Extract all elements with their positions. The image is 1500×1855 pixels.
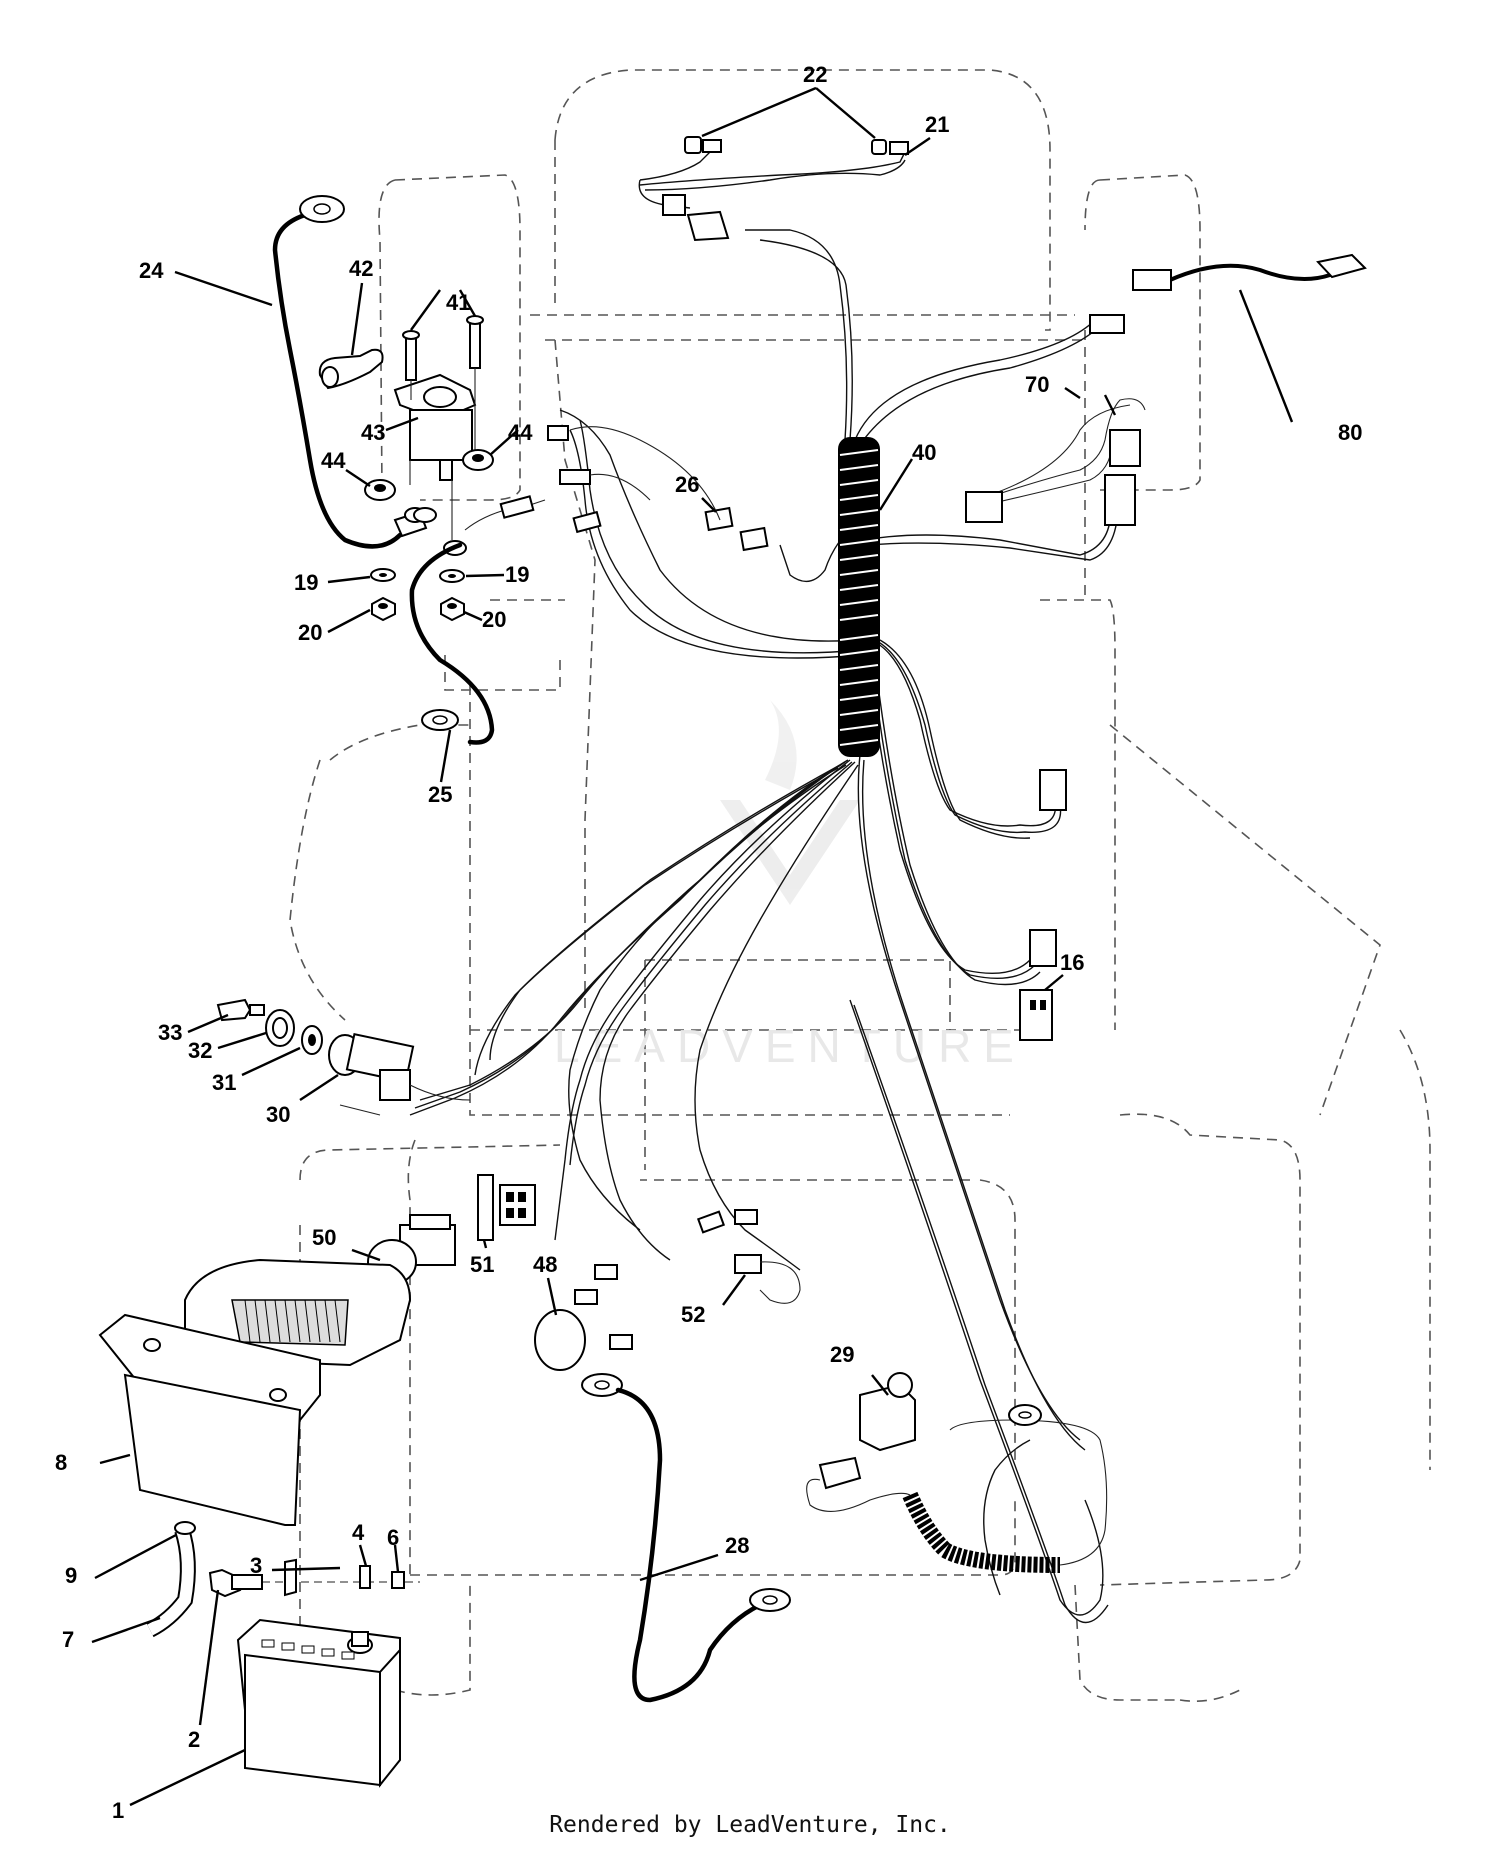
callout-1: 1 [112, 1798, 124, 1823]
ignition-parts [216, 998, 471, 1116]
callout-21: 21 [925, 112, 949, 137]
callout-40: 40 [912, 440, 936, 465]
callout-42: 42 [349, 256, 373, 281]
solenoid-lug-left [413, 507, 437, 523]
connector-70-plug [965, 491, 1003, 523]
terminal-b [559, 469, 591, 485]
callout-2: 2 [188, 1727, 200, 1752]
callout-19-left: 19 [294, 570, 318, 595]
nuts-20 [371, 596, 465, 622]
starter-cable-25 [409, 542, 495, 745]
harness-loom [838, 437, 880, 757]
connector-70-side [1104, 474, 1136, 526]
callout-22: 22 [803, 62, 827, 87]
callout-20-right: 20 [482, 607, 506, 632]
vent-hose [146, 1521, 196, 1638]
battery-box-8 [98, 1258, 412, 1526]
connector-51 [477, 1174, 536, 1241]
connector-mid-right [1029, 929, 1057, 967]
solenoid-terminal [439, 459, 453, 481]
ground-cable-28 [581, 1373, 791, 1703]
callout-41: 41 [446, 290, 470, 315]
module-29 [806, 1372, 916, 1512]
solenoid-body [409, 409, 473, 461]
callout-16: 16 [1060, 950, 1084, 975]
render-credit: Rendered by LeadVenture, Inc. [549, 1812, 951, 1838]
nut-6 [391, 1571, 405, 1589]
seat-switch-plug [1089, 314, 1125, 334]
callout-29: 29 [830, 1342, 854, 1367]
spacer-4 [359, 1565, 371, 1589]
callout-20-left: 20 [298, 620, 322, 645]
callout-30: 30 [266, 1102, 290, 1127]
callout-26: 26 [675, 472, 699, 497]
watermark: LEADVENTURE [554, 700, 1026, 1072]
callout-32: 32 [188, 1038, 212, 1063]
callouts: 22 21 24 42 41 43 44 44 19 19 20 20 25 2… [55, 62, 1362, 1823]
callout-6: 6 [387, 1525, 399, 1550]
callout-28: 28 [725, 1533, 749, 1558]
callout-7: 7 [62, 1627, 74, 1652]
bolt-2-thread [231, 1574, 263, 1590]
callout-24: 24 [139, 258, 164, 283]
callout-43: 43 [361, 420, 385, 445]
callout-4: 4 [352, 1520, 365, 1545]
callout-48: 48 [533, 1252, 557, 1277]
tractor-outline [289, 69, 1431, 1703]
callout-44-right: 44 [508, 420, 533, 445]
callout-44-left: 44 [321, 448, 346, 473]
screws-41 [402, 315, 484, 470]
callout-50: 50 [312, 1225, 336, 1250]
callout-51: 51 [470, 1252, 494, 1277]
callout-3: 3 [250, 1553, 262, 1578]
headlight-plug [662, 194, 686, 216]
headlight-harness [638, 136, 909, 242]
watermark-text: LEADVENTURE [554, 1020, 1026, 1072]
terminal-hardware [208, 1558, 420, 1598]
callout-9: 9 [65, 1563, 77, 1588]
terminal-a [547, 425, 569, 441]
callout-80: 80 [1338, 420, 1362, 445]
socket-left [702, 139, 722, 153]
sub-harness-70 [965, 398, 1146, 526]
terminal-d [499, 495, 535, 519]
callout-52: 52 [681, 1302, 705, 1327]
callout-8: 8 [55, 1450, 67, 1475]
bulb-right [871, 139, 887, 155]
lead-80-plug-left [1132, 269, 1172, 291]
terminal-3 [284, 1558, 297, 1597]
callout-25: 25 [428, 782, 452, 807]
callout-19-right: 19 [505, 562, 529, 587]
starter-solenoid [393, 373, 477, 556]
jumper-lead-80 [1089, 253, 1367, 334]
connector-upper-right [1039, 769, 1067, 811]
connector-70-top [1109, 429, 1141, 467]
nuts-44 [364, 449, 494, 501]
callout-31: 31 [212, 1070, 236, 1095]
washers-19 [370, 568, 465, 583]
socket-right [889, 141, 909, 155]
bulb-left [684, 136, 702, 154]
terminal-c [572, 510, 602, 534]
connector-52 [734, 1254, 801, 1304]
lead-80-plug-right [1316, 253, 1367, 279]
clamp-9 [174, 1521, 196, 1535]
callout-70: 70 [1025, 372, 1049, 397]
connector-48 [534, 1209, 758, 1371]
fuse-26 [704, 506, 769, 552]
leader-lines [91, 86, 1294, 1807]
main-harness [409, 229, 1119, 1623]
terminal-boot-42 [318, 348, 384, 390]
callout-33: 33 [158, 1020, 182, 1045]
battery-box-tray [123, 1373, 302, 1526]
solenoid-leads [464, 425, 721, 534]
coiled-cord [902, 1404, 1108, 1573]
headlight-connector [686, 210, 730, 242]
right-connectors [1019, 769, 1067, 1041]
connector-16 [1019, 989, 1053, 1041]
battery-1 [236, 1618, 401, 1788]
